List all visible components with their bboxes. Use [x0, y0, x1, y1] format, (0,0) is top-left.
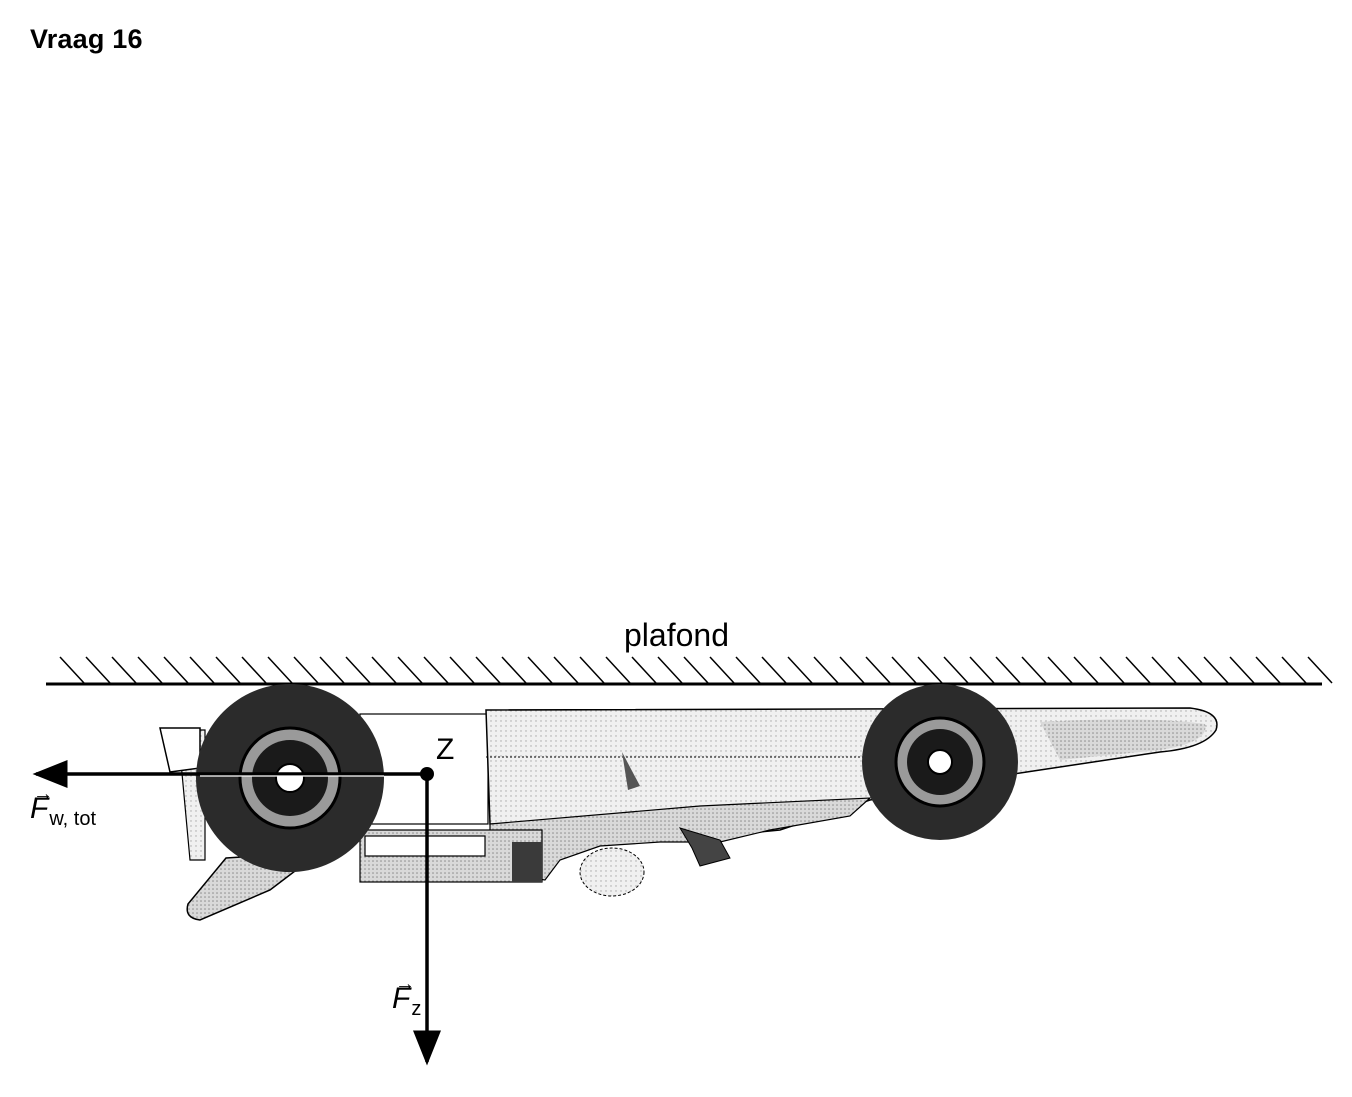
hatch-mark — [423, 656, 449, 684]
front-wheel — [862, 684, 1018, 840]
hatch-mark — [735, 656, 761, 684]
car-nose-shade — [1040, 719, 1206, 760]
hatch-mark — [917, 656, 943, 684]
hatch-mark — [579, 656, 605, 684]
rear-wheel — [196, 684, 384, 872]
hatch-mark — [995, 656, 1021, 684]
hatch-mark — [943, 656, 969, 684]
hatch-mark — [891, 656, 917, 684]
hatch-mark — [137, 656, 163, 684]
hatch-mark — [813, 656, 839, 684]
hatch-mark — [1125, 656, 1151, 684]
hatch-mark — [553, 656, 579, 684]
hatch-mark — [397, 656, 423, 684]
hatch-mark — [1151, 656, 1177, 684]
hatch-mark — [1177, 656, 1203, 684]
hatch-mark — [969, 656, 995, 684]
hatch-mark — [631, 656, 657, 684]
hatch-mark — [1099, 656, 1125, 684]
hatch-mark — [527, 656, 553, 684]
hatch-mark — [189, 656, 215, 684]
air-resistance-label: → Fw, tot — [30, 783, 97, 831]
gravity-symbol: F — [392, 982, 411, 1015]
hatch-mark — [865, 656, 891, 684]
hatch-mark — [1229, 656, 1255, 684]
hatch-mark — [215, 656, 241, 684]
hatch-mark — [163, 656, 189, 684]
air-resistance-subscript: w, tot — [49, 808, 97, 830]
vector-arrow-icon: → — [395, 973, 415, 995]
hatch-mark — [1307, 656, 1333, 684]
ceiling-hatching — [59, 656, 1333, 684]
hatch-mark — [761, 656, 787, 684]
hatch-mark — [319, 656, 345, 684]
hatch-mark — [59, 656, 85, 684]
car-gearbox — [512, 842, 542, 882]
hatch-mark — [1203, 656, 1229, 684]
hatch-mark — [85, 656, 111, 684]
hatch-mark — [1255, 656, 1281, 684]
center-of-mass-point — [420, 767, 434, 781]
car-mirror — [678, 827, 731, 867]
hatch-mark — [1073, 656, 1099, 684]
hatch-mark — [1047, 656, 1073, 684]
race-car — [159, 707, 1218, 921]
hatch-mark — [787, 656, 813, 684]
hatch-mark — [449, 656, 475, 684]
air-resistance-symbol: F — [30, 792, 49, 825]
driver-helmet — [579, 847, 645, 897]
rear-wing-endplate — [159, 727, 201, 773]
hatch-mark — [267, 656, 293, 684]
hatch-mark — [1281, 656, 1307, 684]
hatch-mark — [839, 656, 865, 684]
hatch-mark — [1021, 656, 1047, 684]
car-exhaust — [364, 835, 486, 857]
hatch-mark — [345, 656, 371, 684]
hatch-mark — [111, 656, 137, 684]
ceiling-label: plafond — [624, 617, 729, 653]
gravity-subscript: z — [411, 998, 422, 1020]
car-fin — [622, 752, 640, 790]
hatch-mark — [293, 656, 319, 684]
hatch-mark — [475, 656, 501, 684]
hatch-mark — [371, 656, 397, 684]
hatch-mark — [605, 656, 631, 684]
hatch-mark — [709, 656, 735, 684]
hatch-mark — [241, 656, 267, 684]
vector-arrow-icon: → — [33, 783, 53, 805]
hatch-mark — [501, 656, 527, 684]
gravity-label: → Fz — [392, 973, 422, 1021]
hatch-mark — [657, 656, 683, 684]
hatch-mark — [683, 656, 709, 684]
center-of-mass-label: Z — [436, 733, 455, 766]
question-title: Vraag 16 — [30, 24, 143, 54]
